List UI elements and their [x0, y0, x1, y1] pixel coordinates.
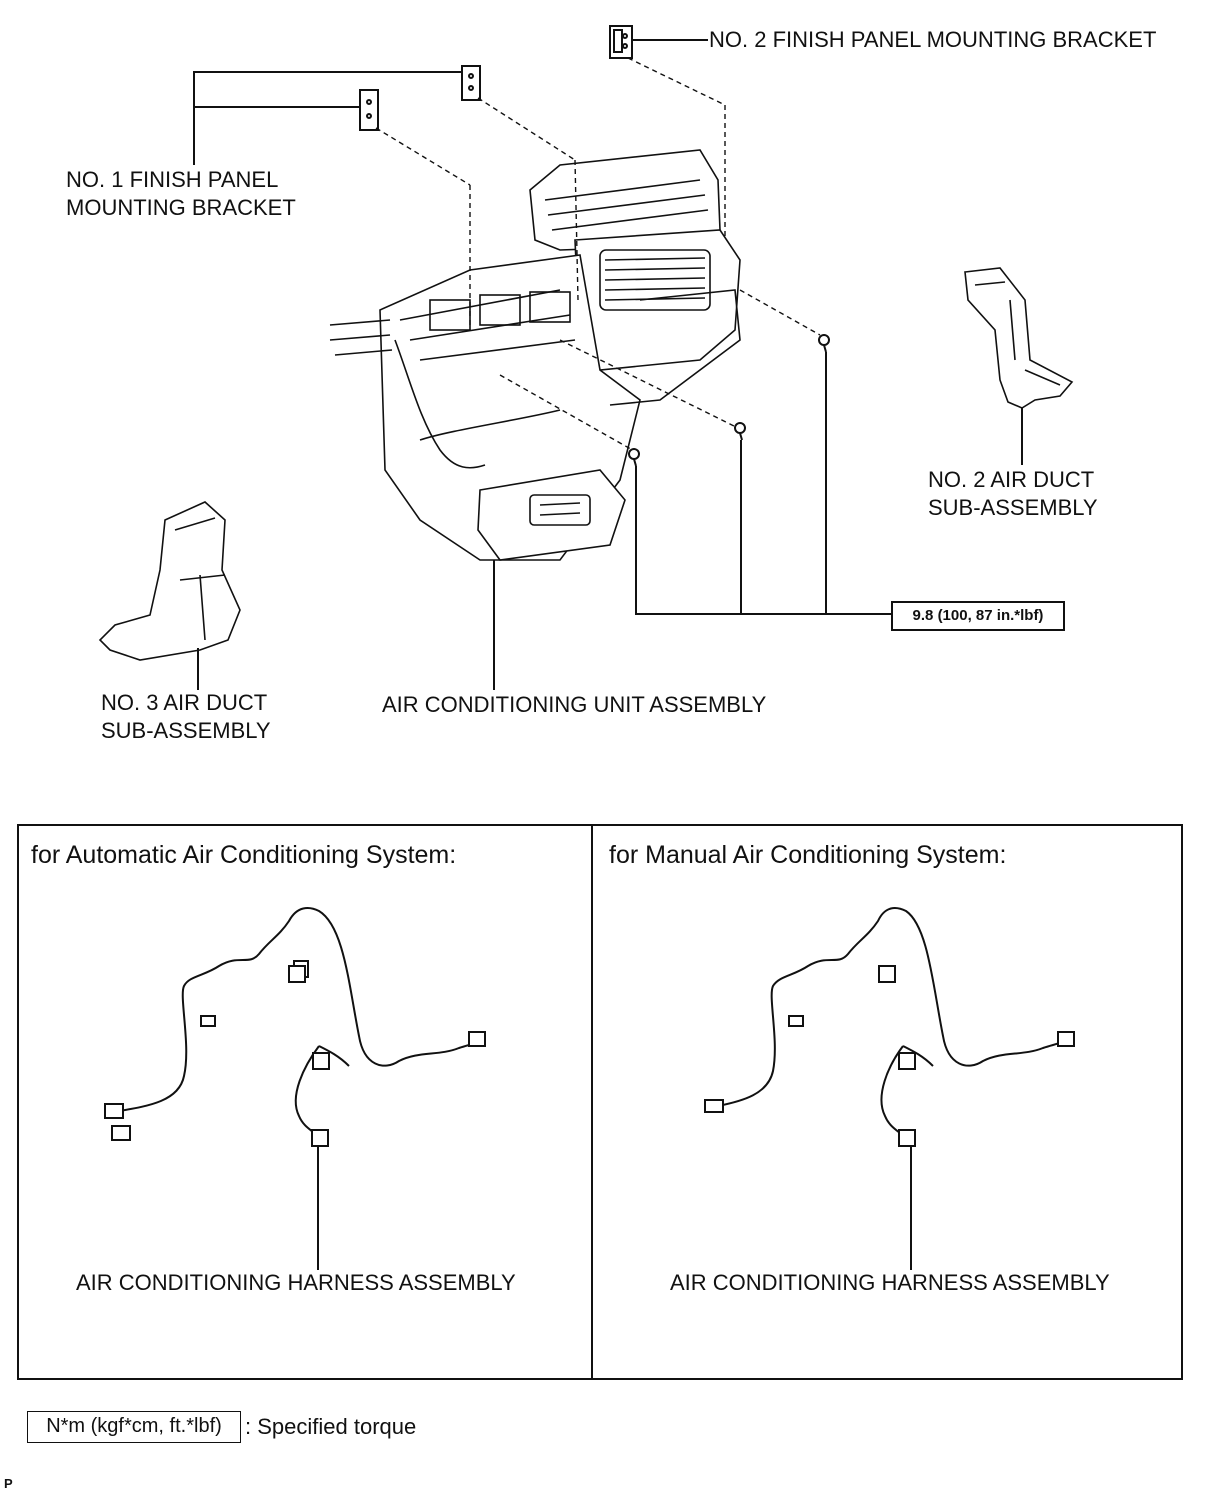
harness-automatic-icon [104, 907, 486, 1270]
figure-code: P [4, 1476, 13, 1491]
no2-air-duct-label-line2: SUB-ASSEMBLY [928, 495, 1098, 520]
bolt-icon-1 [818, 334, 830, 353]
no3-air-duct-label-line1: NO. 3 AIR DUCT [101, 690, 268, 715]
exploded-view-diagram [98, 25, 1074, 690]
automatic-harness-label: AIR CONDITIONING HARNESS ASSEMBLY [76, 1270, 516, 1295]
torque-spec-box: 9.8 (100, 87 in.*lbf) [891, 601, 1065, 631]
air-conditioning-unit-icon [329, 149, 741, 561]
bolt-icon-3 [628, 448, 640, 467]
no1-finish-panel-bracket-upper-icon [461, 65, 481, 101]
no2-finish-panel-bracket-label: NO. 2 FINISH PANEL MOUNTING BRACKET [709, 27, 1157, 52]
automatic-ac-panel-title: for Automatic Air Conditioning System: [31, 841, 457, 869]
no1-finish-panel-bracket-label-line2: MOUNTING BRACKET [66, 195, 296, 220]
no2-air-duct-label-line1: NO. 2 AIR DUCT [928, 467, 1095, 492]
ac-unit-label: AIR CONDITIONING UNIT ASSEMBLY [382, 692, 767, 717]
no3-air-duct-icon [98, 501, 241, 661]
no3-air-duct-label-line2: SUB-ASSEMBLY [101, 718, 271, 743]
bolt-icon-2 [734, 422, 746, 441]
automatic-ac-panel: for Automatic Air Conditioning System: A… [17, 824, 593, 1380]
harness-manual-icon [704, 907, 1075, 1270]
manual-ac-panel: for Manual Air Conditioning System: AIR … [591, 824, 1183, 1380]
no1-finish-panel-bracket-label-line1: NO. 1 FINISH PANEL [66, 167, 279, 192]
no2-air-duct-icon [964, 267, 1074, 409]
no2-finish-panel-bracket-icon [609, 25, 633, 59]
torque-unit-legend-box: N*m (kgf*cm, ft.*lbf) [27, 1411, 241, 1443]
manual-harness-label: AIR CONDITIONING HARNESS ASSEMBLY [670, 1270, 1110, 1295]
manual-ac-panel-title: for Manual Air Conditioning System: [609, 841, 1007, 869]
no1-finish-panel-bracket-lower-icon [359, 89, 379, 131]
torque-legend-text: : Specified torque [245, 1414, 417, 1439]
